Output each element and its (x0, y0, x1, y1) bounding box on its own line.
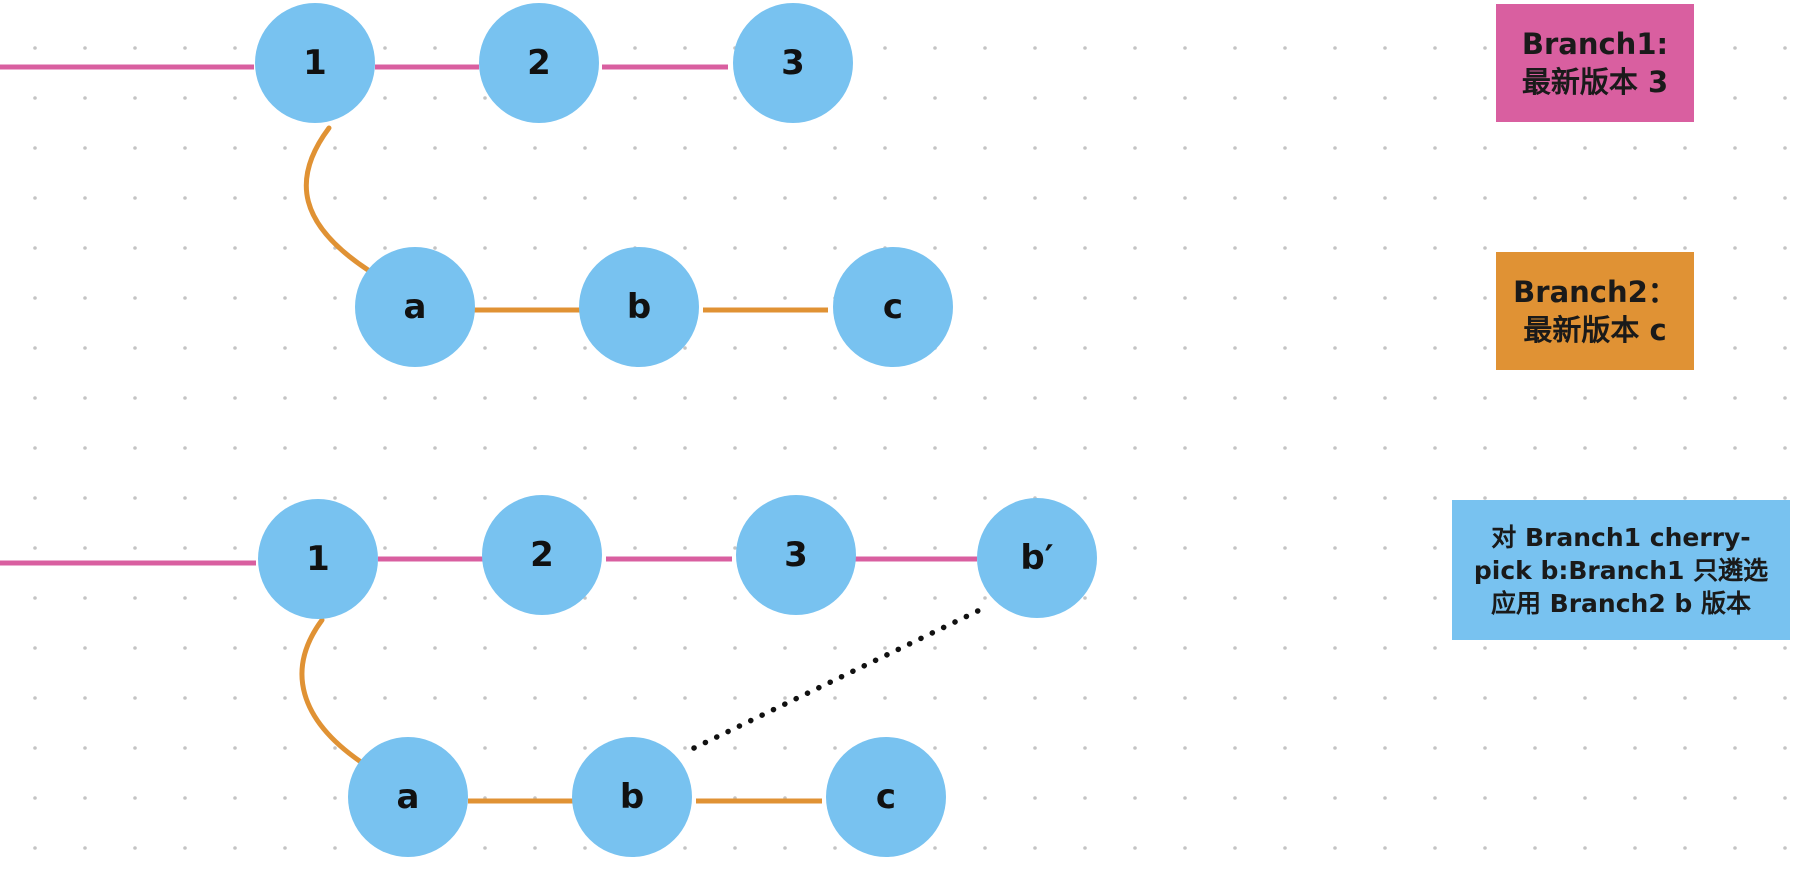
svg-text:a: a (397, 777, 420, 817)
svg-text:1: 1 (306, 539, 330, 579)
svg-text:c: c (876, 777, 896, 817)
svg-text:2: 2 (530, 535, 554, 575)
commit-node-3: 3 (733, 3, 853, 123)
before-diagram: 1 2 3 a b c (0, 3, 953, 367)
cherry-pick-link (691, 604, 989, 751)
svg-text:2: 2 (527, 43, 551, 83)
svg-text:b′: b′ (1020, 538, 1053, 578)
svg-text:3: 3 (784, 535, 808, 575)
commit-node-b-prime: b′ (977, 498, 1097, 618)
branch2-fork-curve (299, 617, 364, 765)
commit-node-1: 1 (255, 3, 375, 123)
commit-node-a: a (355, 247, 475, 367)
commit-node-1: 1 (258, 499, 378, 619)
branch1-legend-subtitle: 最新版本 3 (1521, 65, 1669, 99)
cherry-pick-note: 对 Branch1 cherry- pick b:Branch1 只遴选 应用 … (1452, 500, 1790, 640)
after-diagram: 1 2 3 b′ a b c (0, 495, 1097, 857)
svg-text:a: a (404, 287, 427, 327)
note-line-1: 对 Branch1 cherry- (1491, 522, 1751, 552)
commit-node-c: c (833, 247, 953, 367)
commit-node-a: a (348, 737, 468, 857)
branch1-legend: Branch1: 最新版本 3 (1496, 4, 1694, 122)
branch2-legend: Branch2： 最新版本 c (1496, 252, 1694, 370)
commit-node-c: c (826, 737, 946, 857)
branch2-legend-subtitle: 最新版本 c (1523, 313, 1667, 347)
svg-text:c: c (883, 287, 903, 327)
svg-text:1: 1 (303, 43, 327, 83)
branch2-legend-title: Branch2： (1513, 275, 1677, 309)
branch2-fork-curve (303, 125, 371, 273)
commit-node-3: 3 (736, 495, 856, 615)
svg-text:3: 3 (781, 43, 805, 83)
note-line-2: pick b:Branch1 只遴选 (1473, 555, 1769, 585)
commit-node-2: 2 (479, 3, 599, 123)
note-line-3: 应用 Branch2 b 版本 (1490, 588, 1752, 618)
commit-node-b: b (579, 247, 699, 367)
svg-text:b: b (620, 777, 644, 817)
svg-text:b: b (627, 287, 651, 327)
branch1-legend-title: Branch1: (1521, 27, 1669, 61)
commit-node-b: b (572, 737, 692, 857)
commit-node-2: 2 (482, 495, 602, 615)
